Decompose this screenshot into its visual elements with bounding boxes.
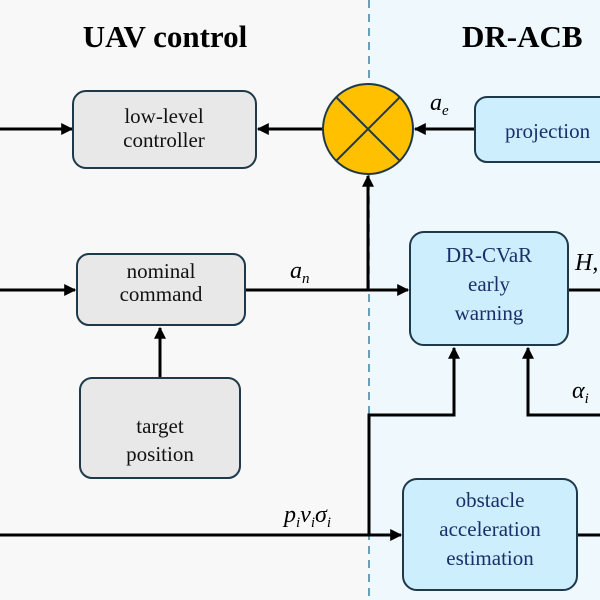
svg-text:controller: controller [123,128,205,152]
signal-p-v-sigma: piviσi [282,502,331,531]
signal-alpha-i: αi [572,378,589,407]
signal-a-n: an [290,258,310,287]
svg-text:DR-CVaR: DR-CVaR [446,243,532,267]
projection-block: projection [474,96,600,163]
obstacle-acceleration-estimation-block: obstacle acceleration estimation [402,478,578,591]
svg-text:command: command [120,282,203,306]
signal-a-e: ae [430,90,449,119]
svg-text:acceleration: acceleration [439,517,541,541]
target-position-block: target position [79,377,241,479]
connections [0,123,600,541]
arrow-alpha-to-drcvar [522,346,600,417]
signal-h: H, [574,250,598,276]
svg-text:position: position [126,442,194,466]
arrow-state-to-drcvar [367,346,460,535]
svg-text:warning: warning [455,301,524,325]
dr-acb-title: DR-ACB [462,19,583,54]
svg-text:low-level: low-level [124,104,203,128]
nominal-command-block: nominal command [76,253,246,326]
uav-control-title: UAV control [83,19,248,54]
summing-junction [322,83,414,175]
svg-text:target: target [136,414,184,438]
svg-text:estimation: estimation [446,546,534,570]
dr-cvar-early-warning-block: DR-CVaR early warning [409,231,569,346]
svg-text:early: early [468,272,510,296]
svg-text:obstacle: obstacle [456,488,525,512]
svg-text:projection: projection [505,119,591,143]
low-level-controller-block: low-level controller [72,90,257,169]
svg-text:nominal: nominal [127,259,196,283]
